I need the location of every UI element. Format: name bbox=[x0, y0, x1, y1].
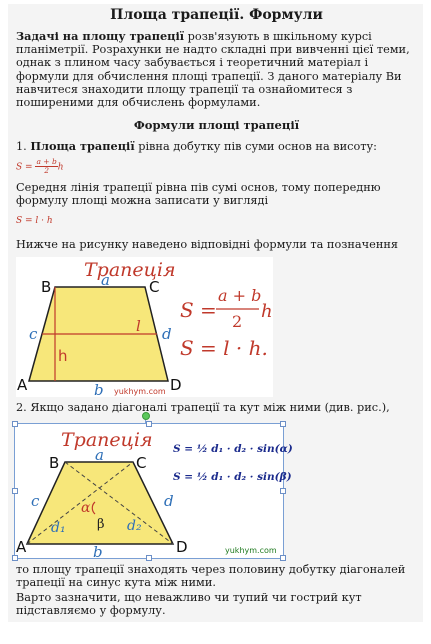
formula2: S = l · h bbox=[16, 216, 53, 227]
fig2-watermark: yukhym.com bbox=[225, 546, 277, 555]
fig2-side-c: c bbox=[31, 492, 40, 510]
resize-handle-bm[interactable] bbox=[146, 554, 152, 561]
fig2-formula-alpha: S = ½ d₁ · d₂ · sin(α) bbox=[173, 443, 293, 455]
resize-handle-tr[interactable] bbox=[280, 420, 286, 427]
formula1-den: 2 bbox=[44, 165, 49, 175]
fig1-formula-lhs: S = bbox=[180, 298, 217, 322]
fig1-side-b: b bbox=[94, 381, 104, 399]
figure-intro: Нижче на рисунку наведено відповідні фор… bbox=[16, 238, 399, 252]
formula1-lhs: S = bbox=[16, 162, 36, 173]
fig2-vertex-d: D bbox=[176, 538, 188, 556]
fig1-side-a: a bbox=[101, 271, 110, 289]
item1-text: рівна добутку пів суми основ на висоту: bbox=[134, 140, 377, 154]
item1-paragraph: 1. Площа трапеції рівна добутку пів суми… bbox=[16, 139, 417, 154]
resize-handle-br[interactable] bbox=[280, 554, 286, 561]
page-title: Площа трапеції. Формули bbox=[110, 7, 323, 23]
fig2-label-d2: d₂ bbox=[127, 518, 142, 534]
note-paragraph: Варто зазначити, що неважливо чи тупий ч… bbox=[16, 591, 362, 618]
intro-bold: Задачі на площу трапеції bbox=[16, 29, 185, 43]
item1-number: 1. bbox=[16, 140, 31, 154]
section-title: Формули площі трапеції bbox=[133, 118, 300, 133]
article: Площа трапеції. Формули Задачі на площу … bbox=[8, 4, 423, 622]
formula1-num: a + b bbox=[35, 156, 58, 167]
resize-handle-tl[interactable] bbox=[12, 420, 18, 427]
fig2-vertex-a: A bbox=[16, 538, 27, 556]
figure-trapezoid-area: Трапеція B C A D a b c d h l S = a + b 2… bbox=[16, 257, 273, 399]
resize-handle-mr[interactable] bbox=[280, 487, 286, 494]
figure-diagonals: Трапеція B C A D a b c d d₁ d₂ α β S = ½… bbox=[16, 429, 293, 561]
after-fig2-paragraph: то площу трапеції знаходять через полови… bbox=[16, 562, 406, 589]
fig2-side-d: d bbox=[164, 492, 174, 510]
fig1-vertex-c: C bbox=[149, 278, 159, 296]
midline-paragraph: Середня лінія трапеції рівна пів сумі ос… bbox=[16, 180, 381, 207]
rotate-handle[interactable] bbox=[142, 411, 150, 420]
diagonal-d1 bbox=[26, 461, 134, 545]
resize-handle-ml[interactable] bbox=[12, 487, 18, 494]
intro-text: розв'язують в шкільному курсі планіметрі… bbox=[16, 30, 410, 110]
fig2-side-a: a bbox=[95, 446, 104, 464]
resize-handle-tm[interactable] bbox=[146, 420, 152, 427]
resize-handle-bl[interactable] bbox=[12, 554, 18, 561]
fig2-vertex-b: B bbox=[49, 454, 59, 472]
fig1-formula-rhs: h bbox=[261, 301, 273, 322]
fig2-side-b: b bbox=[93, 543, 103, 561]
diagonal-d2 bbox=[64, 461, 174, 545]
fig1-formula-num: a + b bbox=[218, 286, 261, 305]
intro-paragraph: Задачі на площу трапеції розв'язують в ш… bbox=[16, 29, 417, 110]
fig1-side-d: d bbox=[162, 325, 172, 343]
angle-arc bbox=[91, 501, 96, 515]
fig2-formula-beta: S = ½ d₁ · d₂ · sin(β) bbox=[173, 471, 292, 483]
figure-diagonals-frame[interactable]: Трапеція B C A D a b c d d₁ d₂ α β S = ½… bbox=[12, 411, 293, 561]
fig1-heading: Трапеція bbox=[84, 259, 176, 281]
fig2-label-beta: β bbox=[97, 517, 105, 532]
formula1-rhs: h bbox=[57, 162, 64, 173]
fig1-side-c: c bbox=[29, 325, 38, 343]
fig1-height-h: h bbox=[58, 347, 68, 365]
rotate-stem bbox=[145, 417, 146, 424]
fig1-vertex-d: D bbox=[170, 376, 182, 394]
fig1-watermark: yukhym.com bbox=[114, 387, 166, 396]
fig1-formula2: S = l · h. bbox=[180, 336, 268, 360]
fig1-vertex-a: A bbox=[17, 376, 28, 394]
fig1-midline-l: l bbox=[136, 317, 141, 335]
fig2-label-d1: d₁ bbox=[51, 520, 66, 536]
item1-bold: Площа трапеції bbox=[30, 139, 135, 154]
fig2-vertex-c: C bbox=[136, 454, 146, 472]
fig1-vertex-b: B bbox=[41, 278, 51, 296]
item2-paragraph: 2. Якщо задано діагоналі трапеції та кут… bbox=[16, 401, 390, 415]
fig1-formula-den: 2 bbox=[232, 312, 242, 331]
fig2-heading: Трапеція bbox=[61, 429, 153, 451]
fig2-label-alpha: α bbox=[81, 500, 91, 516]
